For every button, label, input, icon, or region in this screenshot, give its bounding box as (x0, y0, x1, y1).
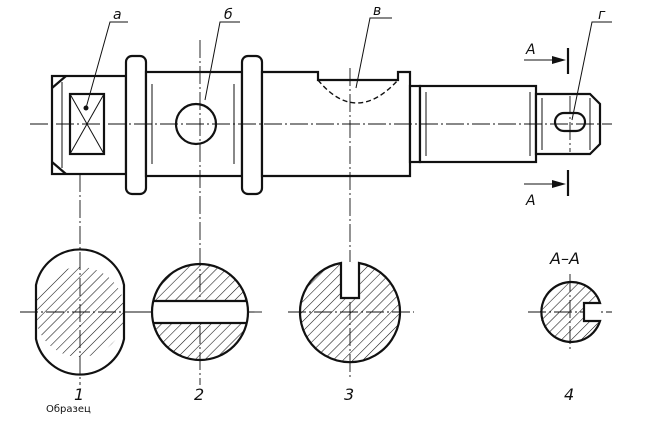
label-a: а (113, 7, 122, 23)
cross-section-3 (298, 261, 402, 364)
shaft-main-view (50, 54, 602, 196)
section-number-2: 2 (194, 385, 204, 404)
section-number-4: 4 (564, 385, 574, 404)
section-number-1: 1 (74, 385, 84, 404)
leaders (83, 17, 612, 121)
label-b: б (224, 7, 233, 23)
shaft-section-3 (260, 70, 412, 178)
caption: Образец (46, 404, 91, 415)
cross-section-1 (34, 248, 126, 376)
label-g: г (598, 7, 606, 23)
label-v: в (373, 3, 381, 19)
section-mark-top: А (525, 42, 536, 58)
section-title: А–А (549, 249, 580, 268)
cross-section-4 (540, 280, 602, 344)
flange-1 (124, 54, 148, 196)
cross-section-2 (150, 262, 250, 362)
square-end (50, 74, 128, 176)
section-mark-bottom: А (525, 193, 536, 209)
groove-v-hidden (317, 79, 399, 104)
section-cut-marks (524, 48, 570, 196)
flange-2 (240, 54, 264, 196)
section-number-3: 3 (344, 385, 354, 404)
